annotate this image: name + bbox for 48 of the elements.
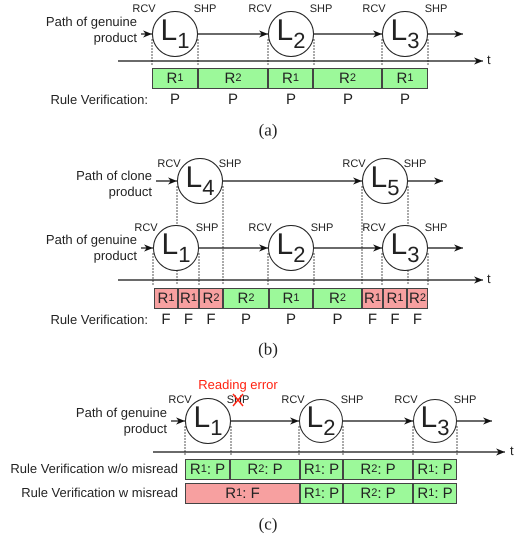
row-label: Rule Verification w/o misread: [10, 462, 178, 476]
arrow: [231, 417, 299, 425]
path-label: Path of clone product: [52, 168, 152, 200]
result-label: P: [286, 312, 296, 328]
result-label: P: [241, 312, 251, 328]
arrow: [223, 177, 362, 185]
result-label: F: [412, 312, 422, 328]
result-label: F: [390, 312, 400, 328]
row-label: Rule Verification:: [50, 312, 148, 328]
error-label: Reading error: [198, 378, 278, 392]
axis-label: t: [510, 444, 514, 458]
arrow: [171, 417, 185, 425]
arrow: [199, 244, 268, 252]
result-label: F: [368, 312, 378, 328]
result-label: P: [343, 92, 353, 108]
panel-label: (b): [258, 340, 278, 360]
row-label: Rule Verification:: [50, 92, 148, 108]
arrow: [156, 177, 177, 185]
path-label: Path of genuine product: [57, 405, 167, 437]
arrow: [343, 417, 413, 425]
arrow: [141, 30, 152, 38]
result-label: P: [170, 92, 180, 108]
result-label: P: [332, 312, 342, 328]
result-label: F: [161, 312, 171, 328]
result-label: P: [286, 92, 296, 108]
result-label: P: [228, 92, 238, 108]
location-circle: L$_{1}$: [152, 11, 198, 57]
arrow: [428, 30, 463, 38]
location-circle: L$_{2}$: [268, 11, 314, 57]
panel-label: (c): [258, 516, 278, 534]
arrow: [408, 177, 443, 185]
location-circle: L$_{3}$: [382, 11, 428, 57]
arrow: [141, 244, 153, 252]
arrow: [457, 417, 492, 425]
panel-label: (a): [258, 122, 278, 140]
axis-label: t: [487, 52, 491, 68]
path-label: Path of genuine product: [27, 232, 137, 264]
arrow: [314, 244, 382, 252]
arrow: [428, 244, 463, 252]
arrow: [198, 30, 268, 38]
event-label: SHP: [340, 394, 364, 406]
axis-label: t: [487, 272, 491, 286]
result-label: F: [206, 312, 216, 328]
result-label: F: [184, 312, 194, 328]
result-label: P: [400, 92, 410, 108]
row-label: Rule Verification w misread: [21, 486, 178, 500]
path-label: Path of genuine product: [27, 14, 137, 46]
arrow: [314, 30, 382, 38]
